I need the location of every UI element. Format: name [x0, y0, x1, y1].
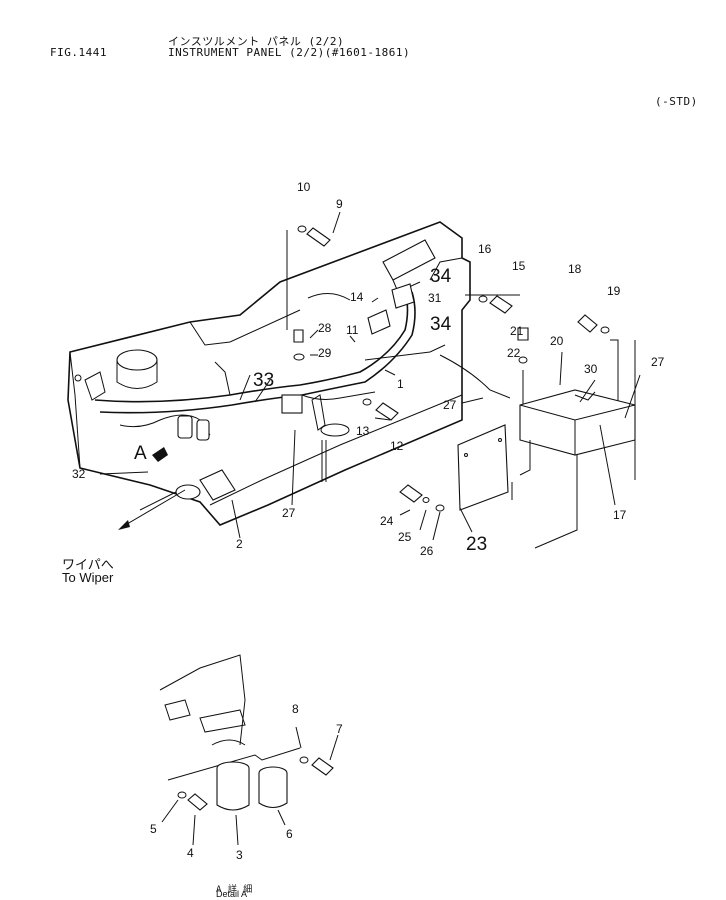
- callout-3: 3: [236, 848, 243, 862]
- callout-34-lower: 34: [430, 314, 452, 335]
- callout-32: 32: [72, 467, 86, 481]
- callout-18: 18: [568, 262, 582, 276]
- callout-20: 20: [550, 334, 564, 348]
- bolt-21: [517, 327, 529, 364]
- instrument-panel-body: [67, 221, 471, 526]
- callout-1: 1: [397, 377, 404, 391]
- callout-a: A: [134, 443, 147, 464]
- bolt-9: [297, 225, 331, 247]
- callout-4: 4: [187, 846, 194, 860]
- detail-a-drawing: [159, 654, 339, 846]
- callout-10: 10: [297, 180, 311, 194]
- callout-27-mid: 27: [443, 398, 457, 412]
- callout-30: 30: [584, 362, 598, 376]
- callout-24: 24: [380, 514, 394, 528]
- wiper-note-jp: ワイパへ: [62, 557, 114, 572]
- relay-parts: [177, 394, 350, 482]
- callout-17: 17: [613, 508, 627, 522]
- callout-21: 21: [510, 324, 524, 338]
- connector-14: [367, 309, 391, 335]
- callout-19: 19: [607, 284, 621, 298]
- callout-25: 25: [398, 530, 412, 544]
- callout-26: 26: [420, 544, 434, 558]
- wiper-arrow-head: [118, 520, 130, 530]
- jp-title: インスツルメント パネル (2/2): [168, 35, 345, 48]
- callout-27-right: 27: [651, 355, 665, 369]
- connector-34: [382, 239, 436, 309]
- callout-11: 11: [346, 323, 359, 337]
- callout-28: 28: [318, 321, 332, 335]
- callout-15: 15: [512, 259, 526, 273]
- bolt-18: [577, 314, 610, 334]
- variant-label: (-STD): [655, 95, 698, 108]
- detail-label-jp: A 詳 細: [216, 885, 253, 895]
- callout-14: 14: [350, 290, 364, 304]
- callout-22: 22: [507, 346, 521, 360]
- page-title: INSTRUMENT PANEL (2/2)(#1601-1861): [168, 46, 411, 59]
- figure-number: FIG.1441: [50, 46, 107, 59]
- bolt-15: [478, 295, 513, 314]
- bolt-12: [362, 398, 399, 421]
- callout-34-upper: 34: [430, 266, 452, 287]
- wiper-note-en: To Wiper: [62, 570, 114, 585]
- leader-line-19: [610, 339, 619, 402]
- callout-7: 7: [336, 722, 343, 736]
- callout-13: 13: [356, 424, 370, 438]
- callout-2: 2: [236, 537, 243, 551]
- callout-27-bottom: 27: [282, 506, 296, 520]
- callout-31: 31: [428, 291, 442, 305]
- bolt-24: [399, 484, 445, 512]
- leader-lines: [99, 211, 641, 541]
- wiper-arrow-line: [121, 489, 186, 528]
- part-2-motor: [139, 469, 236, 511]
- leader-line-17: [534, 455, 578, 549]
- callout-23: 23: [466, 534, 488, 555]
- detail-label-en: Detail A: [216, 889, 248, 899]
- wiring-harness: [94, 289, 511, 436]
- callout-5: 5: [150, 822, 157, 836]
- callout-8: 8: [292, 702, 299, 716]
- callout-33: 33: [253, 370, 275, 391]
- meter-cluster: [74, 349, 158, 401]
- view-arrow-a: [152, 447, 168, 462]
- plate-23: [457, 424, 509, 511]
- callout-6: 6: [286, 827, 293, 841]
- callout-12: 12: [390, 439, 404, 453]
- bolt-28: [293, 329, 305, 361]
- callout-16: 16: [478, 242, 492, 256]
- controller-box-17: [511, 389, 636, 500]
- callout-9: 9: [336, 197, 343, 211]
- callout-29: 29: [318, 346, 332, 360]
